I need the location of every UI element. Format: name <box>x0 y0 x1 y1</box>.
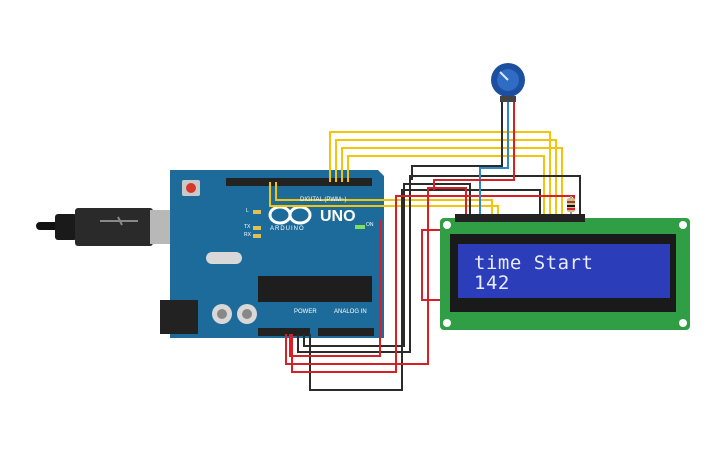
analog-header <box>318 328 374 336</box>
lcd-line-2: 142 <box>474 272 510 294</box>
analog-label: ANALOG IN <box>334 309 367 315</box>
on-label: ON <box>366 222 374 228</box>
board-model: UNO <box>320 208 356 225</box>
lcd-screen <box>458 244 670 298</box>
digital-header <box>226 178 372 186</box>
power-jack <box>160 300 198 334</box>
wires <box>269 100 581 391</box>
power-label: POWER <box>294 309 317 315</box>
power-header <box>258 328 310 336</box>
potentiometer[interactable] <box>491 63 525 102</box>
lcd-line-1: time Start <box>474 252 594 274</box>
rx-label: RX <box>244 232 251 238</box>
lcd-module[interactable] <box>440 214 690 330</box>
resistor[interactable] <box>567 196 575 216</box>
board-brand: ARDUINO <box>270 226 305 232</box>
tx-label: TX <box>244 224 251 230</box>
l-label: L <box>246 208 249 214</box>
arduino-board[interactable] <box>160 170 384 338</box>
atmega-chip <box>258 276 372 302</box>
digital-label: DIGITAL (PWM~) <box>300 197 347 203</box>
